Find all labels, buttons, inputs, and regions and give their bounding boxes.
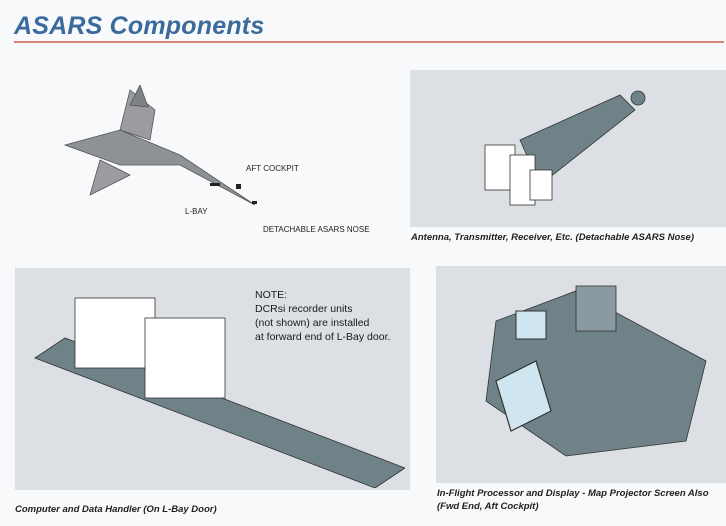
aft-cockpit-label: AFT COCKPIT — [246, 164, 299, 173]
cdh-note: NOTE: DCRsi recorder units (not shown) a… — [255, 288, 390, 344]
asars-nose-illustration — [484, 90, 646, 206]
title-divider — [14, 41, 724, 43]
aircraft-illustration — [63, 85, 257, 206]
processor-illustration — [485, 285, 707, 457]
processor-caption-line: (Fwd End, Aft Cockpit) — [437, 501, 539, 512]
nose-panel — [410, 70, 726, 227]
cdh-caption: Computer and Data Handler (On L-Bay Door… — [15, 504, 217, 515]
processor-caption-line: In-Flight Processor and Display - Map Pr… — [437, 488, 709, 499]
note-line: DCRsi recorder units — [255, 303, 353, 315]
processor-caption: In-Flight Processor and Display - Map Pr… — [437, 487, 709, 513]
note-title: NOTE: — [255, 289, 288, 301]
processor-panel — [436, 266, 726, 483]
note-line: at forward end of L-Bay door. — [255, 331, 391, 343]
page-title: ASARS Components — [14, 12, 265, 40]
nose-label: DETACHABLE ASARS NOSE — [263, 225, 370, 234]
cdh-illustration — [34, 297, 405, 488]
l-bay-label: L-BAY — [185, 207, 208, 216]
nose-caption: Antenna, Transmitter, Receiver, Etc. (De… — [411, 232, 694, 243]
note-line: (not shown) are installed — [255, 317, 370, 329]
cdh-panel — [15, 268, 410, 490]
